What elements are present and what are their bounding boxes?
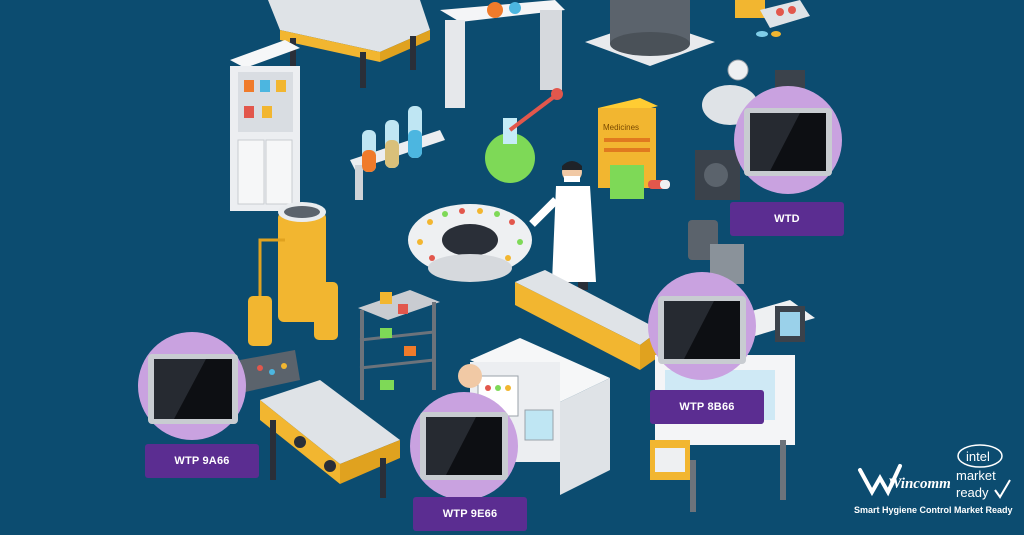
medicine-boxes: Medicines xyxy=(598,98,670,199)
product-label-wtd: WTD xyxy=(730,202,844,236)
medicine-box-text: Medicines xyxy=(603,123,639,132)
monitor-wtp9e66 xyxy=(410,392,518,500)
tagline: Smart Hygiene Control Market Ready xyxy=(854,505,1013,515)
pill-rack xyxy=(358,290,440,400)
monitor-wtp9a66 xyxy=(138,332,246,440)
pump-machine xyxy=(695,59,805,200)
checkmark-icon xyxy=(994,479,1011,499)
bottom-conveyor xyxy=(240,350,400,498)
product-label-wtp8b66: WTP 8B66 xyxy=(650,390,764,424)
monitor-wtp8b66 xyxy=(648,272,756,380)
monitor-wtd xyxy=(734,86,842,194)
pill-turntable xyxy=(408,204,532,282)
pill-packs xyxy=(735,0,810,37)
intel-market-ready-logo: intel market ready xyxy=(956,444,1011,500)
yellow-tanks xyxy=(248,202,338,346)
scientist-figure xyxy=(529,161,596,290)
test-tube-rack xyxy=(350,106,445,200)
intel-wordmark: intel xyxy=(966,449,990,464)
flask xyxy=(485,88,563,183)
ready-text: ready xyxy=(956,485,989,500)
steel-tank xyxy=(585,0,715,66)
market-text: market xyxy=(956,468,996,483)
top-conveyor xyxy=(268,0,430,88)
product-label-wtp9e66: WTP 9E66 xyxy=(413,497,527,531)
product-label-wtp9a66: WTP 9A66 xyxy=(145,444,259,478)
lab-bench xyxy=(440,0,565,108)
wincomm-logo-text: Wincomm xyxy=(888,476,951,492)
wincomm-logo: Wincomm xyxy=(858,464,951,497)
medicine-cabinet xyxy=(230,40,300,211)
